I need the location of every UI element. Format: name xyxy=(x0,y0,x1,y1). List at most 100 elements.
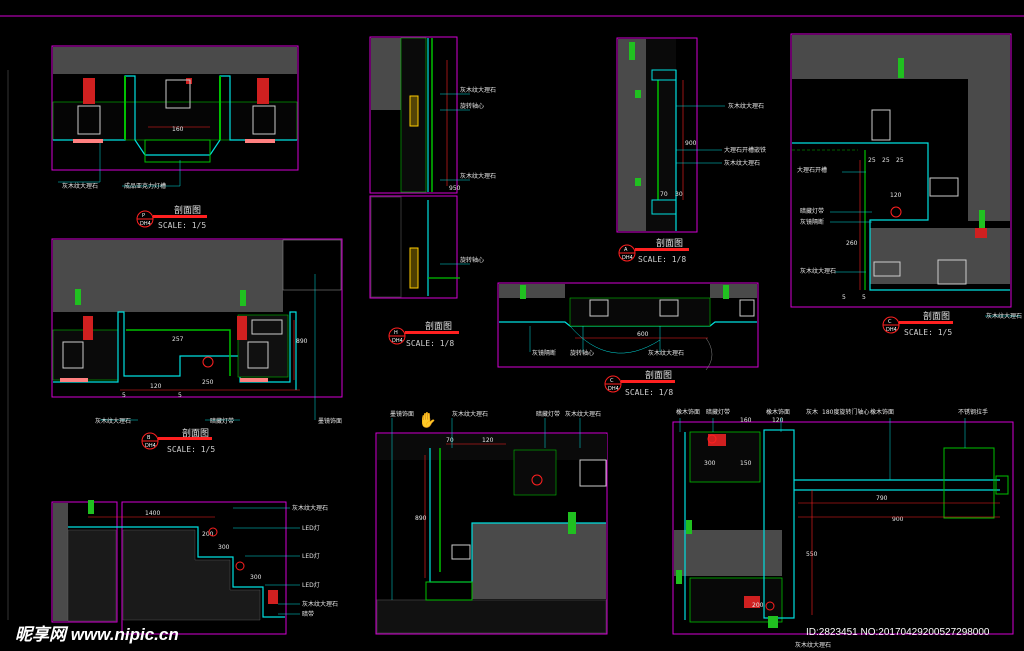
door-leaf xyxy=(763,429,795,619)
green-marker xyxy=(629,42,635,60)
label-marble-slot: 大理石开槽 xyxy=(797,166,827,174)
dim-890: 890 xyxy=(296,338,308,345)
green-marker xyxy=(635,90,641,98)
section-tag: H xyxy=(394,330,398,336)
label-hidden-light: 暗藏灯带 xyxy=(800,207,824,215)
section-title: 剖面图 xyxy=(425,320,452,332)
section-tag: C xyxy=(610,378,614,384)
label-marble: 灰木纹大理石 xyxy=(95,417,131,425)
light-symbol xyxy=(531,474,543,486)
section-a: 900 70 30 灰木纹大理石 大理石开槽嵌铁 灰木纹大理石 A DH4 剖面… xyxy=(616,37,766,264)
section-tag: C xyxy=(888,319,892,325)
section-h-frame-top xyxy=(369,36,458,194)
label-oak: 橡木饰面 xyxy=(676,408,700,416)
dim-120: 120 xyxy=(890,192,902,199)
label-led: LED灯 xyxy=(302,552,320,560)
label-marble: 灰木纹大理石 xyxy=(728,102,764,110)
section-c-frame xyxy=(497,282,759,368)
panel-zone xyxy=(646,39,676,231)
side-wall xyxy=(282,239,342,291)
wall-slab xyxy=(371,38,401,110)
label-steel-handle: 不锈钢拉手 xyxy=(958,408,988,416)
hinge-symbol xyxy=(252,105,276,135)
dim-257: 257 xyxy=(172,336,184,343)
dim-1400: 1400 xyxy=(145,510,160,517)
top-cap xyxy=(651,69,677,81)
marble-profile xyxy=(792,142,1010,291)
led-detail: 1400 300 300 200 灰木纹大理石 LED灯 LED灯 LED灯 灰… xyxy=(51,500,338,635)
sheet-tag: DH4 xyxy=(608,386,619,392)
watermark-id: ID:2823451 NO:20170429200527298000 xyxy=(806,627,990,638)
label-marble: 灰木纹大理石 xyxy=(302,600,338,608)
dim-30: 30 xyxy=(675,191,683,198)
section-tag: A xyxy=(624,247,628,253)
trough xyxy=(513,449,557,496)
dim-120: 120 xyxy=(482,437,494,444)
dim-600: 600 xyxy=(637,331,649,338)
label-pivot: 旋转轴心 xyxy=(460,256,484,264)
section-title: 剖面图 xyxy=(645,369,672,381)
section-scale: SCALE: 1/5 xyxy=(904,328,952,337)
ceiling-slab xyxy=(53,47,297,74)
red-tag xyxy=(245,139,275,143)
hinge-symbol xyxy=(451,544,471,560)
green-marker xyxy=(240,290,246,306)
green-marker xyxy=(676,570,682,584)
label-pivot: 旋转轴心 xyxy=(570,349,594,357)
label-glass: 灰镜隔断 xyxy=(800,218,824,226)
label-led: LED灯 xyxy=(302,524,320,532)
red-bracket xyxy=(83,316,93,340)
red-bracket xyxy=(744,596,760,608)
label-hidden-light: 暗藏灯带 xyxy=(706,408,730,416)
light-trough xyxy=(144,139,211,163)
dim-5: 5 xyxy=(122,392,126,399)
red-bracket xyxy=(237,316,247,340)
section-h: 950 灰木纹大理石 旋转轴心 灰木纹大理石 旋转轴心 H DH4 剖面图 SC… xyxy=(369,36,496,348)
green-marker xyxy=(88,500,94,514)
hinge-symbol xyxy=(929,177,959,197)
red-bracket xyxy=(975,228,987,238)
section-b-frame xyxy=(51,238,343,398)
section-title: 剖面图 xyxy=(182,427,209,439)
label-acrylic-trough: 成品亚克力灯槽 xyxy=(124,182,166,190)
section-c-right: 25 25 25 120 260 5 5 大理石开槽 暗藏灯带 灰镜隔断 灰木纹… xyxy=(790,33,1022,337)
red-bracket xyxy=(708,434,726,446)
section-h-title-block: H DH4 剖面图 SCALE: 1/8 xyxy=(388,320,459,348)
dim-120: 120 xyxy=(772,417,784,424)
dim-300: 300 xyxy=(704,460,716,467)
base-block xyxy=(425,581,473,601)
watermark: 昵享网 www.nipic.cn ID:2823451 NO:201704292… xyxy=(15,625,990,644)
dim-25: 25 xyxy=(896,157,904,164)
dim-5: 5 xyxy=(862,294,866,301)
section-b-title-block: B DH4 剖面图 SCALE: 1/5 xyxy=(141,427,215,454)
section-a-frame xyxy=(616,37,698,233)
dim-25: 25 xyxy=(882,157,890,164)
middle-detail-frame xyxy=(375,432,608,635)
wall-zone xyxy=(370,196,402,298)
section-p: 160 灰木纹大理石 成品亚克力灯槽 P DH4 剖面图 SCALE: 1/5 xyxy=(51,45,299,230)
hinge-symbol xyxy=(77,105,101,135)
section-c-mid-title-block: C DH4 剖面图 SCALE: 1/8 xyxy=(604,369,675,397)
green-marker xyxy=(686,520,692,534)
title-underline xyxy=(621,380,675,383)
hinge-symbol xyxy=(937,259,967,285)
dim-5: 5 xyxy=(178,392,182,399)
dim-900: 900 xyxy=(892,516,904,523)
hinge-symbol xyxy=(659,299,679,317)
sheet-tag: DH4 xyxy=(886,327,897,333)
sheet-tag: DH4 xyxy=(622,255,633,261)
dim-790: 790 xyxy=(876,495,888,502)
watermark-brand: 昵享网 www.nipic.cn xyxy=(15,625,179,644)
hinge-symbol xyxy=(589,299,609,317)
section-tag: P xyxy=(142,213,145,219)
dim-890: 890 xyxy=(415,515,427,522)
led-detail-frame-right xyxy=(121,501,287,635)
glass-partition xyxy=(569,297,711,327)
wall xyxy=(968,35,1010,221)
dim-70: 70 xyxy=(660,191,668,198)
section-c-right-frame xyxy=(790,33,1012,308)
panel-zone xyxy=(400,37,427,193)
green-marker xyxy=(898,58,904,78)
swing-arc xyxy=(705,337,713,371)
